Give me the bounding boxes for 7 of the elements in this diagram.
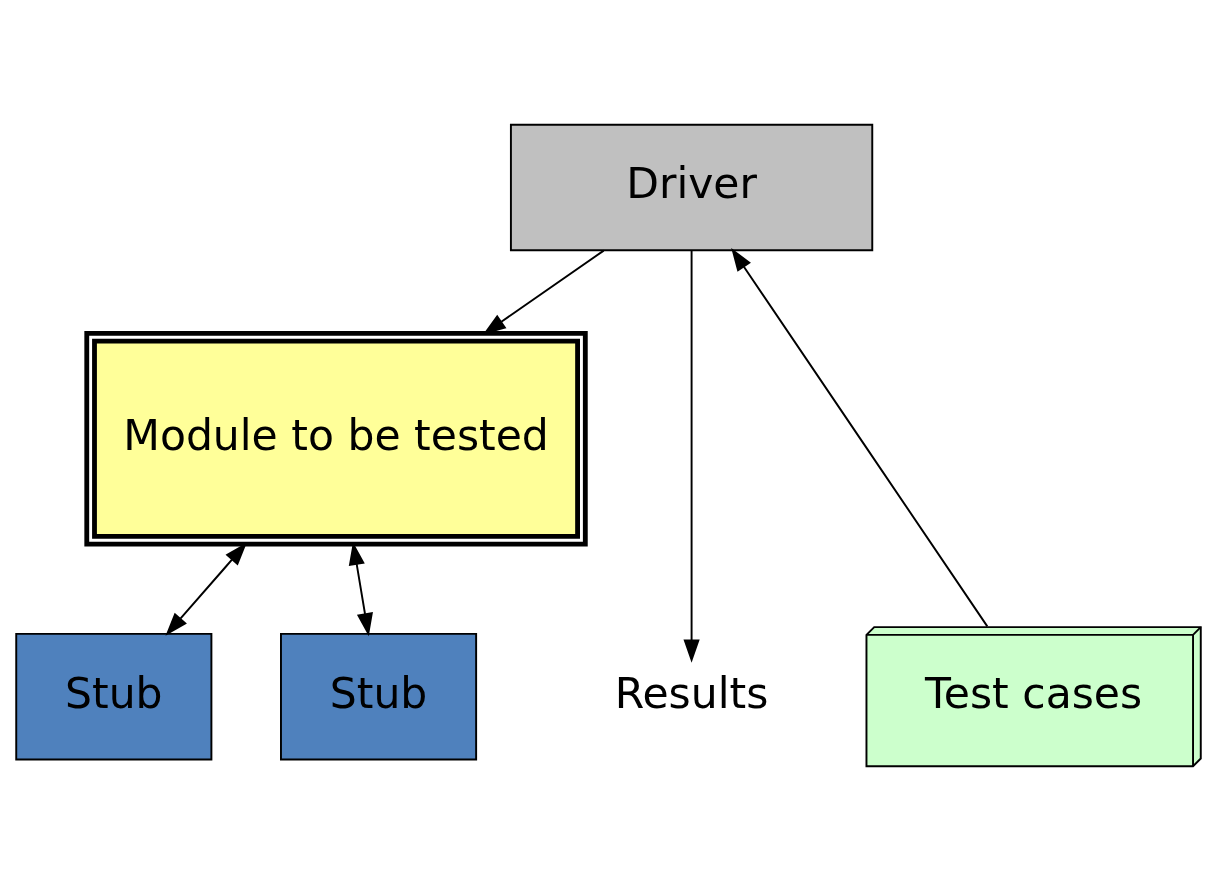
arrow	[683, 248, 700, 663]
node-box: Stub	[15, 632, 213, 760]
node-text: Results	[614, 668, 769, 718]
node-box: Driver	[509, 123, 874, 251]
node-box: Module to be tested	[84, 330, 588, 546]
node-box: Stub	[280, 632, 478, 760]
arrow	[731, 247, 989, 627]
